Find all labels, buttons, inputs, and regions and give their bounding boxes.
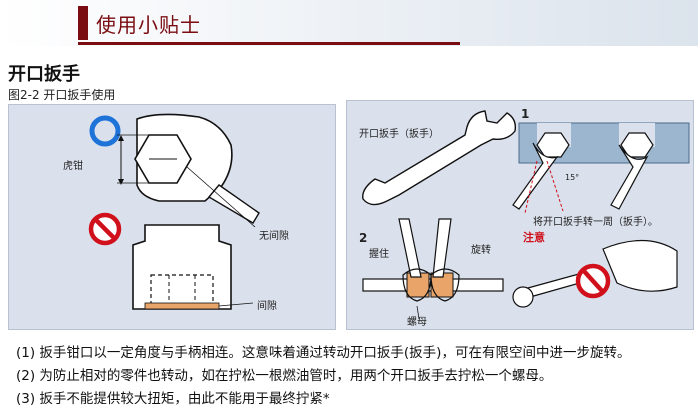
wrench-fit-illustration — [88, 113, 260, 310]
header-band — [0, 0, 698, 46]
label-no-gap: 无间隙 — [259, 231, 289, 242]
page-header-title: 使用小贴士 — [96, 13, 201, 37]
usage-notes: (1) 扳手钳口以一定角度与手柄相连。这意味着通过转动开口扳手(扳手)，可在有限… — [16, 342, 630, 411]
gap-highlight — [144, 302, 220, 310]
figure-caption: 图2-2 开口扳手使用 — [8, 88, 116, 102]
step-2: 2 — [359, 231, 368, 245]
right-illustration-panel: 开口扳手（扳手） 1 15° 将开口扳手转一周（扳手）。 注意 2 握住 旋转 … — [346, 100, 694, 330]
header-accent-bar — [78, 6, 88, 40]
note-1: (1) 扳手钳口以一定角度与手柄相连。这意味着通过转动开口扳手(扳手)，可在有限… — [16, 345, 631, 361]
hand-icon — [602, 239, 678, 292]
label-turn: 将开口扳手转一周（扳手）。 — [533, 217, 658, 228]
step-1: 1 — [521, 107, 530, 121]
socket-icon — [132, 224, 232, 310]
note-2: (2) 为防止相对的零件也转动，如在拧松一根燃油管时，用两个开口扳手去拧松一个螺… — [16, 368, 553, 384]
label-wrench: 开口扳手（扳手） — [359, 129, 439, 140]
section-title: 开口扳手 — [8, 64, 80, 85]
wrench-usage-illustration — [362, 110, 690, 320]
label-nut: 螺母 — [407, 317, 427, 328]
ok-ring-icon — [89, 115, 121, 147]
label-caution: 注意 — [523, 231, 545, 244]
label-hold: 握住 — [369, 249, 389, 260]
label-angle: 15° — [565, 173, 580, 182]
label-rotate: 旋转 — [471, 245, 491, 256]
open-end-wrench-icon — [362, 110, 517, 206]
label-jaw: 虎钳 — [63, 161, 83, 172]
label-gap: 间隙 — [257, 301, 277, 312]
left-illustration-panel: 虎钳 无间隙 间隙 — [8, 104, 336, 330]
header-rule — [78, 42, 460, 45]
